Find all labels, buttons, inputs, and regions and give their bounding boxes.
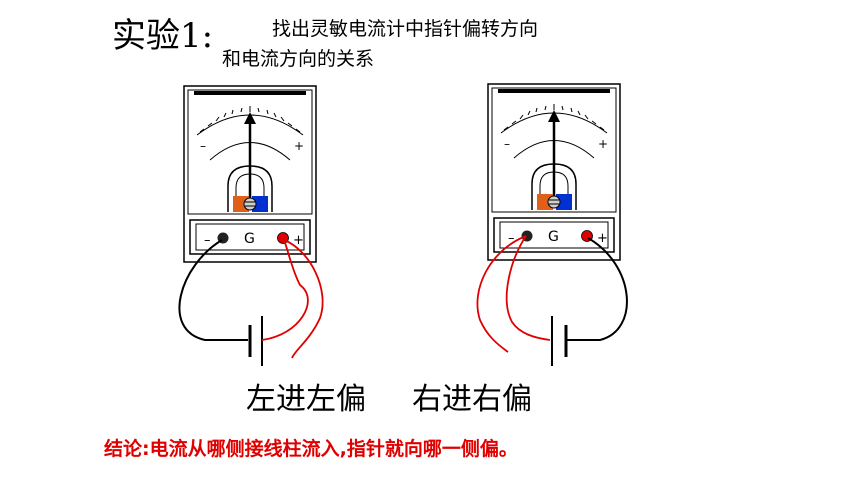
caption-right: 右进右偏	[412, 382, 532, 417]
scale-plus-label: +	[598, 137, 608, 151]
magnet-pole-right	[252, 196, 268, 212]
galvanometer-g-label: G	[244, 231, 255, 247]
scale-plus-label: +	[294, 139, 304, 153]
terminal-plus-label: +	[293, 233, 304, 248]
wire-black-right	[566, 237, 628, 341]
terminal-minus-label: –	[204, 233, 211, 248]
experiment-title: 实验1:	[112, 16, 214, 56]
wire-red-right-b	[505, 235, 551, 341]
wire-red-left-b	[283, 239, 324, 359]
wire-black-left	[178, 239, 248, 341]
galvanometer-g-label: G	[548, 229, 559, 245]
experiment-subtitle-line2: 和电流方向的关系	[222, 48, 375, 70]
scale-minus-label: –	[504, 137, 510, 151]
caption-left: 左进左偏	[246, 382, 366, 417]
wire-red-left-a	[261, 239, 309, 341]
terminal-minus-label: –	[508, 231, 515, 246]
galvanometer-right: – + – G +	[487, 83, 621, 261]
galvanometer-left: – + – G +	[183, 85, 317, 263]
wire-red-right-a	[476, 235, 527, 353]
terminal-plus-label: +	[597, 231, 608, 246]
magnet-pole-right	[556, 194, 572, 210]
battery-right	[551, 316, 568, 366]
scale-minus-label: –	[200, 139, 206, 153]
conclusion-text: 结论:电流从哪侧接线柱流入,指针就向哪一侧偏。	[104, 438, 518, 460]
experiment-subtitle-line1: 找出灵敏电流计中指针偏转方向	[272, 18, 539, 40]
battery-left	[248, 316, 263, 366]
